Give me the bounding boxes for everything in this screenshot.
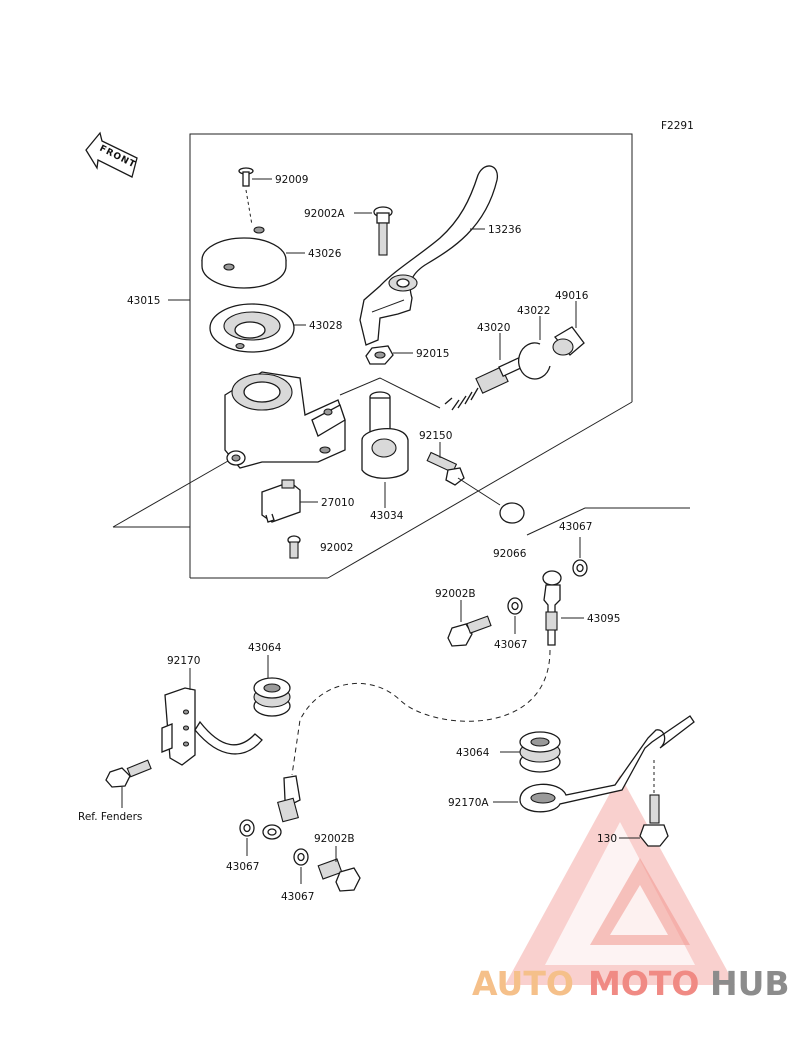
label-92066: 92066 bbox=[493, 548, 527, 560]
label-92170A: 92170A bbox=[448, 797, 489, 809]
label-92002: 92002 bbox=[320, 542, 353, 554]
label-27010: 27010 bbox=[321, 497, 354, 509]
diaphragm-43028-icon bbox=[209, 303, 295, 353]
label-92015: 92015 bbox=[416, 348, 449, 360]
label-13236: 13236 bbox=[488, 224, 522, 236]
label-43064-a: 43064 bbox=[248, 642, 282, 654]
label-92150: 92150 bbox=[419, 430, 452, 442]
label-43034: 43034 bbox=[370, 510, 404, 522]
watermark-text-moto: MOTO bbox=[588, 964, 699, 1003]
label-43067-d: 43067 bbox=[281, 891, 314, 903]
banjo-bolt-92002B-lower-icon bbox=[317, 846, 361, 892]
piston-43020-icon bbox=[444, 333, 524, 411]
bolt-92150-icon bbox=[426, 442, 465, 486]
label-92002B-a: 92002B bbox=[435, 588, 476, 600]
nut-92015-icon bbox=[365, 345, 394, 365]
label-43026: 43026 bbox=[308, 248, 342, 260]
washer-43067-d-icon bbox=[293, 848, 309, 884]
hose-fitting-43095-icon bbox=[542, 570, 562, 646]
pivot-bolt-92002A-icon bbox=[373, 206, 393, 256]
screw-92002-icon bbox=[287, 535, 301, 559]
banjo-bolt-92002B-upper-icon bbox=[447, 600, 492, 647]
bolt-130-icon bbox=[619, 760, 669, 847]
brake-lever-13236-icon bbox=[359, 165, 498, 346]
assembly-frame bbox=[112, 133, 690, 579]
figure-code: F2291 bbox=[661, 120, 694, 132]
watermark-text-auto: AUTO bbox=[472, 964, 574, 1003]
washer-43067-c-icon bbox=[239, 819, 255, 856]
watermark-logo-icon bbox=[505, 775, 735, 985]
reservoir-cap-43026-icon bbox=[201, 226, 287, 289]
washer-43067-icon bbox=[572, 559, 588, 577]
grommet-43064-left-icon bbox=[253, 655, 291, 717]
label-43067-a: 43067 bbox=[559, 521, 592, 533]
label-43020: 43020 bbox=[477, 322, 510, 334]
label-43064-b: 43064 bbox=[456, 747, 490, 759]
screw-92009-icon bbox=[238, 167, 254, 226]
brake-switch-27010-icon bbox=[261, 479, 301, 523]
clamp-bracket-92170A-icon bbox=[519, 715, 695, 813]
label-43067-c: 43067 bbox=[226, 861, 259, 873]
ref-fenders-label: Ref. Fenders bbox=[78, 811, 142, 823]
label-43015: 43015 bbox=[127, 295, 160, 307]
label-92002B-b: 92002B bbox=[314, 833, 355, 845]
fender-bolt-icon bbox=[105, 759, 152, 808]
label-92009: 92009 bbox=[275, 174, 308, 186]
label-43095: 43095 bbox=[587, 613, 620, 625]
label-49016: 49016 bbox=[555, 290, 589, 302]
washer-43067-b-icon bbox=[507, 597, 523, 634]
circlip-43022-icon bbox=[517, 316, 551, 380]
watermark-text-hub: HUB bbox=[710, 964, 790, 1003]
brake-hose-path bbox=[291, 649, 551, 776]
cover-cap-icon bbox=[457, 477, 525, 524]
label-130: 130 bbox=[597, 833, 617, 845]
label-43067-b: 43067 bbox=[494, 639, 527, 651]
front-arrow-icon: FRONT bbox=[85, 131, 138, 178]
label-92002A: 92002A bbox=[304, 208, 345, 220]
dust-boot-49016-icon bbox=[552, 301, 585, 356]
hose-fitting-lower-icon bbox=[262, 775, 301, 840]
label-92170: 92170 bbox=[167, 655, 200, 667]
grommet-43064-right-icon bbox=[519, 731, 561, 773]
label-43022: 43022 bbox=[517, 305, 550, 317]
clamp-bracket-92170-icon bbox=[161, 668, 263, 766]
holder-43034-icon bbox=[361, 391, 409, 508]
master-cylinder-body-icon bbox=[224, 371, 346, 469]
label-43028: 43028 bbox=[309, 320, 342, 332]
